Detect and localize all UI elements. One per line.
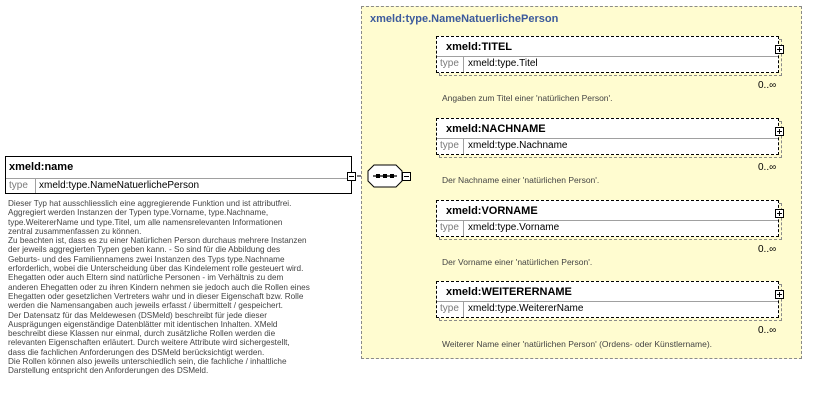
description-line: Die Rollen können also jeweils unterschi… xyxy=(8,357,287,367)
root-description: Dieser Typ hat ausschliesslich eine aggr… xyxy=(8,199,358,376)
element-description: Angaben zum Titel einer 'natürlichen Per… xyxy=(442,93,613,103)
root-type-value: xmeld:type.NameNatuerlichePerson xyxy=(39,180,200,191)
expand-plus-icon[interactable] xyxy=(775,45,784,54)
element-nachname[interactable]: xmeld:NACHNAME type xmeld:type.Nachname xyxy=(436,118,785,159)
description-line: dass die fachlichen Anforderungen des DS… xyxy=(8,347,265,357)
element-vorname[interactable]: xmeld:VORNAME type xmeld:type.Vorname xyxy=(436,200,785,241)
element-description: Der Vorname einer 'natürlichen Person'. xyxy=(442,257,593,267)
description-line: anderen Ehegatten oder zu ihren Kindern … xyxy=(8,282,310,292)
element-cardinality: 0..∞ xyxy=(758,325,777,336)
root-type-label: type xyxy=(9,180,28,191)
element-type-label: type xyxy=(440,303,459,314)
description-line: der jeweils aggregierten Typen geben kan… xyxy=(8,245,281,255)
element-type-value: xmeld:type.Titel xyxy=(468,58,538,69)
description-line: Zu beachten ist, dass es zu einer Natürl… xyxy=(8,236,307,246)
description-line: Geburts- und des Familiennamens zwei Ins… xyxy=(8,254,285,264)
description-line: Darstellung entspricht den Anforderungen… xyxy=(8,366,209,376)
complex-type-title: xmeld:type.NameNatuerlichePerson xyxy=(370,13,559,25)
element-name: xmeld:WEITERERNAME xyxy=(446,286,572,298)
description-line: type.WeitererName und type.Titel, um all… xyxy=(8,217,283,227)
element-cardinality: 0..∞ xyxy=(758,244,777,255)
expand-plus-icon[interactable] xyxy=(775,127,784,136)
element-type-value: xmeld:type.WeitererName xyxy=(468,303,584,314)
description-line: erforderlich, wobei die Unterscheidung ü… xyxy=(8,264,304,274)
expand-plus-icon[interactable] xyxy=(775,209,784,218)
element-titel[interactable]: xmeld:TITEL type xmeld:type.Titel xyxy=(436,36,785,77)
element-cardinality: 0..∞ xyxy=(758,162,777,173)
element-name: xmeld:VORNAME xyxy=(446,205,538,217)
description-line: Aggregiert werden Instanzen der Typen ty… xyxy=(8,208,269,218)
element-weiterername[interactable]: xmeld:WEITERERNAME type xmeld:type.Weite… xyxy=(436,281,785,322)
root-element-box[interactable]: xmeld:name type xmeld:type.NameNatuerlic… xyxy=(5,156,352,194)
element-type-label: type xyxy=(440,222,459,233)
element-type-label: type xyxy=(440,58,459,69)
element-cardinality: 0..∞ xyxy=(758,80,777,91)
element-name: xmeld:NACHNAME xyxy=(446,123,546,135)
element-type-value: xmeld:type.Vorname xyxy=(468,222,560,233)
element-description: Weiterer Name einer 'natürlichen Person'… xyxy=(442,339,713,349)
description-line: Ehegatten oder gesetzlichen Vertreters w… xyxy=(8,291,304,301)
element-type-label: type xyxy=(440,140,459,151)
sequence-compositor-icon[interactable] xyxy=(367,164,403,188)
element-description: Der Nachname einer 'natürlichen Person'. xyxy=(442,175,600,185)
description-line: relevanten Eigenschaften erläutert. Durc… xyxy=(8,338,290,348)
description-line: Ehegatten oder auch Eltern sind natürlic… xyxy=(8,273,284,283)
element-name: xmeld:TITEL xyxy=(446,41,513,53)
element-type-value: xmeld:type.Nachname xyxy=(468,140,568,151)
description-line: Dieser Typ hat ausschliesslich eine aggr… xyxy=(8,199,292,208)
description-line: beschreibt diese Klassen nur einmal, dur… xyxy=(8,329,276,339)
collapse-minus-icon[interactable] xyxy=(347,172,356,181)
expand-plus-icon[interactable] xyxy=(775,290,784,299)
sequence-minus-icon[interactable] xyxy=(402,172,411,181)
description-line: zentral zusammenfassen zu können. xyxy=(8,226,142,236)
description-line: Der Datensatz für das Meldewesen (DSMeld… xyxy=(8,310,267,320)
description-line: Ausprägungen eigenständige Datenblätter … xyxy=(8,319,278,329)
description-line: werden die Namensangaben auch jeweils er… xyxy=(8,301,283,311)
root-element-name: xmeld:name xyxy=(9,161,74,173)
